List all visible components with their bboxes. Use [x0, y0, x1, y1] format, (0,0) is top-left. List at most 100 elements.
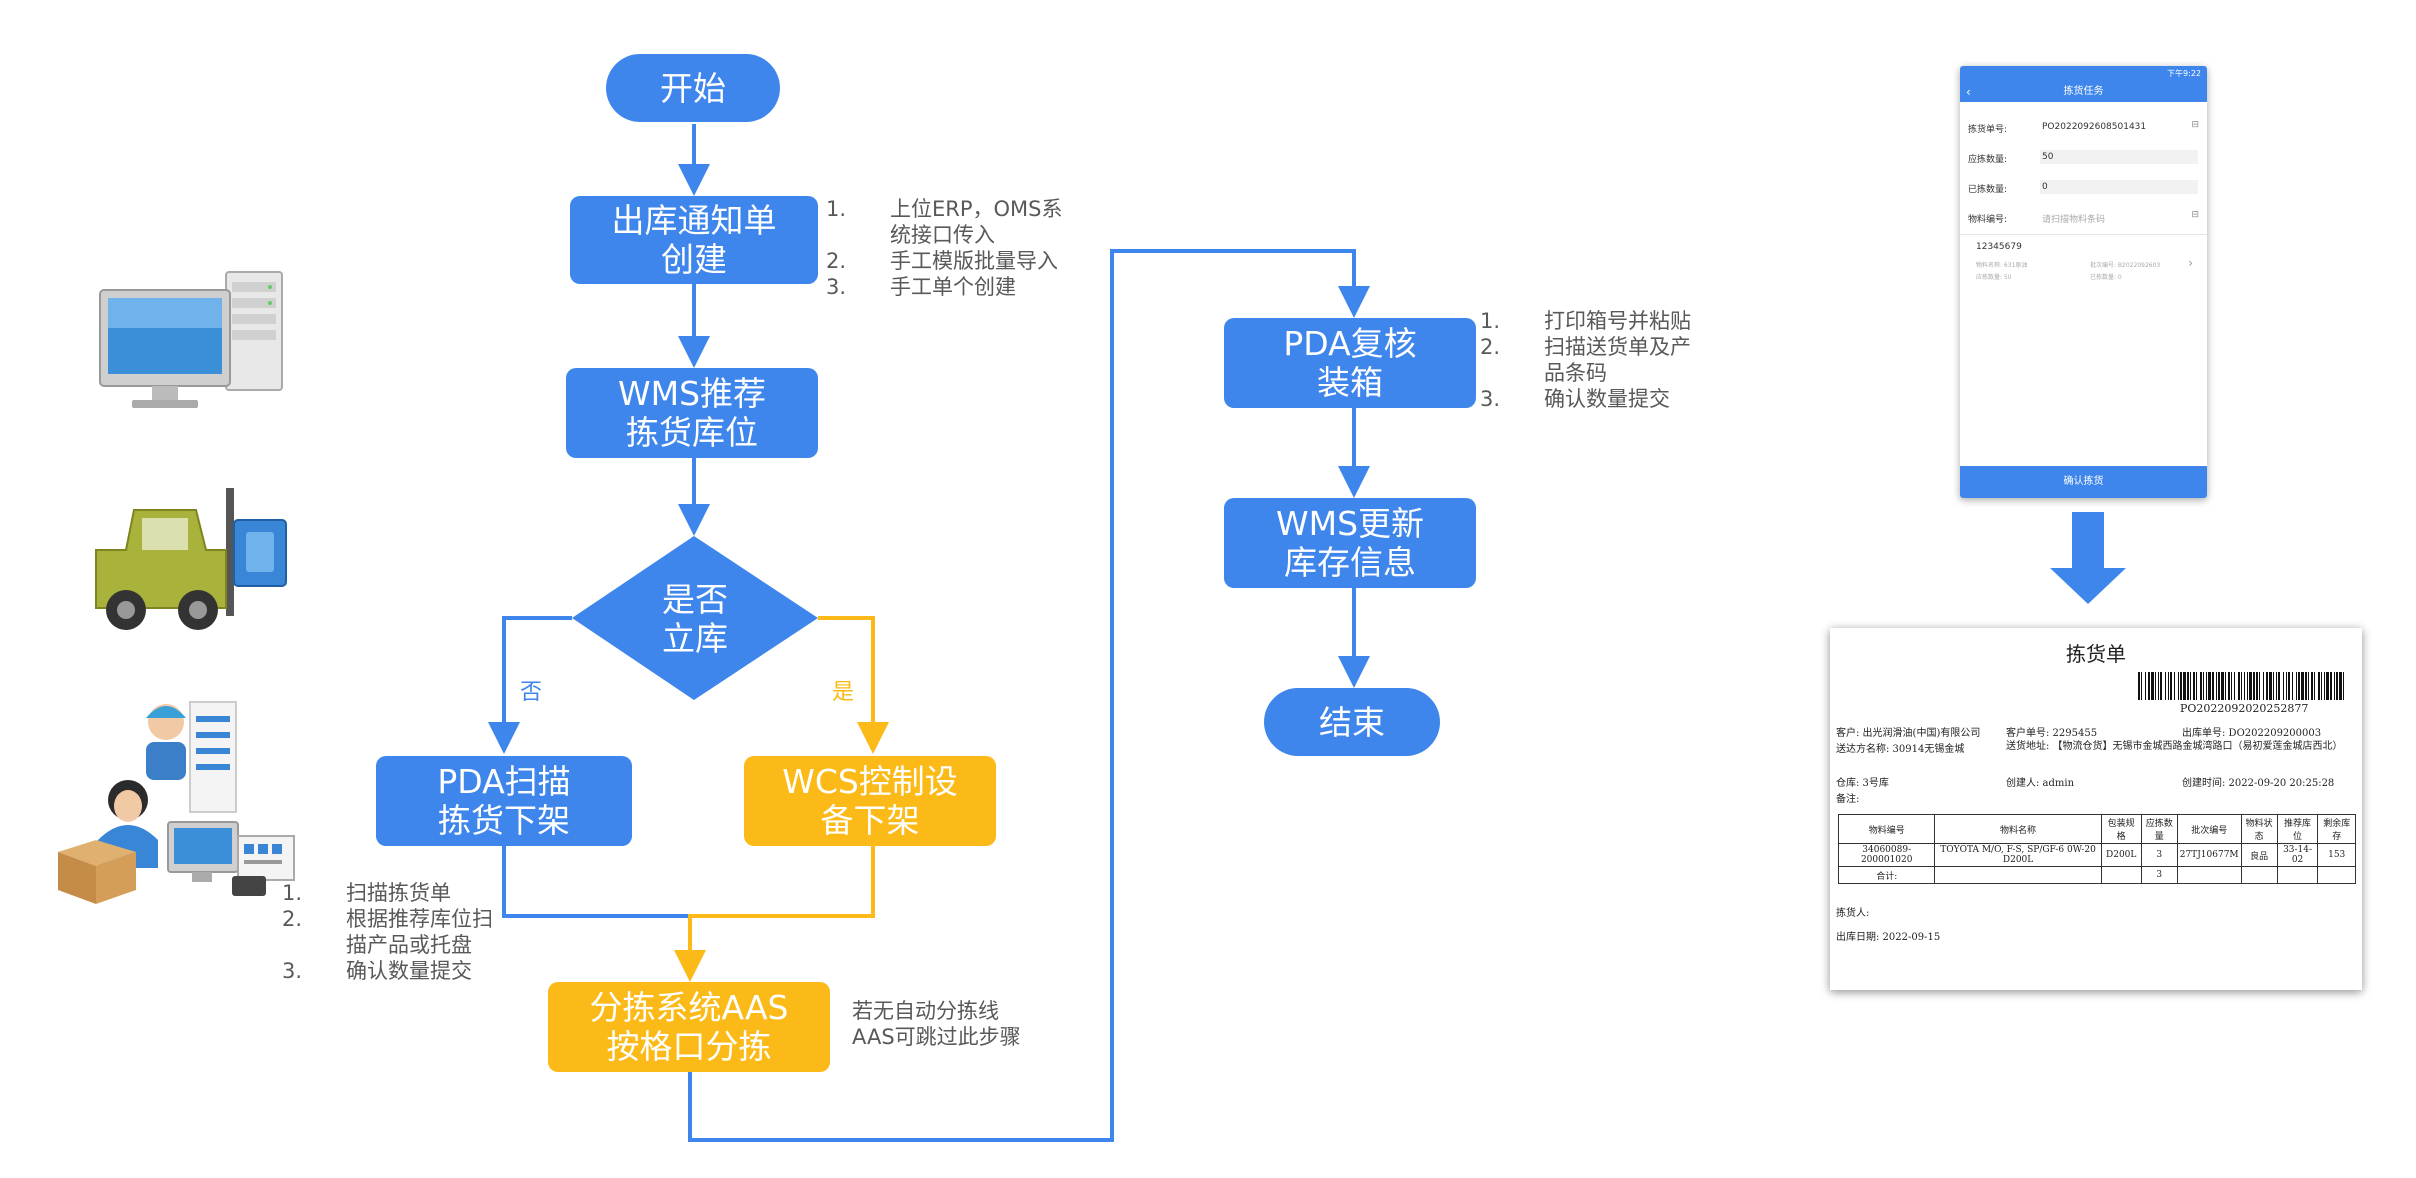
- warehouse-worker-icon: [58, 701, 295, 904]
- barcode-bar: [2259, 672, 2260, 700]
- barcode-bar: [2278, 672, 2280, 700]
- barcode-bar: [2296, 672, 2297, 700]
- back-icon[interactable]: ‹: [1966, 85, 1971, 99]
- barcode-bar: [2174, 672, 2175, 700]
- barcode-bar: [2225, 672, 2226, 700]
- pda-scan-node: PDA扫描 拣货下架: [376, 756, 632, 846]
- barcode-bar: [2203, 672, 2204, 700]
- barcode-bar: [2190, 672, 2191, 700]
- picked-qty-field[interactable]: [2040, 180, 2198, 194]
- forklift-icon: [95, 488, 287, 630]
- branch-no-label: 否: [520, 680, 543, 705]
- barcode-bar: [2321, 672, 2322, 700]
- decision-label: 是否 立库: [662, 580, 728, 658]
- barcode-bar: [2269, 672, 2272, 700]
- barcode-bar: [2263, 672, 2264, 700]
- barcode-bar: [2283, 672, 2284, 700]
- status-bar: 下午9:22: [1960, 66, 2207, 82]
- barcode-bar: [2247, 672, 2248, 700]
- barcode-text: PO20220920202528​77: [2180, 702, 2309, 715]
- barcode-bar: [2288, 672, 2290, 700]
- barcode-bar: [2311, 672, 2313, 700]
- phone-title-bar: ‹ 拣货任务: [1960, 82, 2207, 102]
- barcode-bar: [2301, 672, 2304, 700]
- wms-recommend-node: WMS推荐 拣货库位: [566, 368, 818, 458]
- barcode: [2138, 672, 2344, 700]
- pda-review-node: PDA复核 装箱: [1224, 318, 1476, 408]
- chevron-right-icon[interactable]: ›: [2188, 256, 2193, 270]
- pda-pick-notes: 1. 扫描拣货单 2. 根据推荐库位扫 描产品或托盘 3. 确认数量提交: [282, 881, 493, 983]
- barcode-bar: [2336, 672, 2338, 700]
- start-node: 开始: [606, 54, 780, 122]
- doc-title: 拣货单: [2066, 642, 2126, 666]
- phone-to-doc-arrow: [2050, 512, 2126, 604]
- barcode-bar: [2228, 672, 2230, 700]
- line-pda-to-merge: [502, 846, 690, 918]
- barcode-bar: [2318, 672, 2320, 700]
- table-total-row: 合计:3: [1837, 866, 2356, 884]
- should-qty-field[interactable]: [2040, 150, 2198, 164]
- barcode-bar: [2141, 672, 2142, 700]
- barcode-bar: [2330, 672, 2332, 700]
- wms-update-node: WMS更新 库存信息: [1224, 498, 1476, 588]
- barcode-bar: [2231, 672, 2232, 700]
- barcode-bar: [2180, 672, 2182, 700]
- confirm-pick-button[interactable]: 确认拣货: [1960, 466, 2207, 498]
- barcode-bar: [2324, 672, 2325, 700]
- branch-yes-label: 是: [832, 680, 855, 705]
- aas-note: 若无自动分拣线 AAS可跳过此步骤: [852, 999, 1021, 1049]
- barcode-bar: [2208, 672, 2211, 700]
- barcode-bar: [2292, 672, 2293, 700]
- barcode-bar: [2138, 672, 2140, 700]
- barcode-bar: [2298, 672, 2300, 700]
- barcode-bar: [2148, 672, 2150, 700]
- pda-phone-screen: 下午9:22 ‹ 拣货任务 拣货单号: PO2022092608501431 ⊟…: [1960, 66, 2207, 498]
- barcode-bar: [2193, 672, 2195, 700]
- aas-sort-node: 分拣系统AAS 按格口分拣: [548, 982, 830, 1072]
- barcode-bar: [2234, 672, 2235, 700]
- barcode-bar: [2276, 672, 2277, 700]
- barcode-bar: [2218, 672, 2220, 700]
- barcode-bar: [2212, 672, 2214, 700]
- decision-diamond: [572, 536, 818, 700]
- barcode-bar: [2314, 672, 2315, 700]
- barcode-bar: [2151, 672, 2154, 700]
- barcode-bar: [2286, 672, 2287, 700]
- barcode-bar: [2241, 672, 2242, 700]
- barcode-bar: [2273, 672, 2274, 700]
- barcode-bar: [2160, 672, 2162, 700]
- scan-icon[interactable]: ⊟: [2191, 210, 2199, 220]
- barcode-bar: [2256, 672, 2258, 700]
- outbound-notice-node: 出库通知单 创建: [570, 196, 818, 284]
- barcode-bar: [2308, 672, 2309, 700]
- scan-icon[interactable]: ⊟: [2191, 120, 2199, 130]
- arrow-decision-no: [488, 616, 572, 754]
- barcode-bar: [2334, 672, 2335, 700]
- picking-table: 物料编号物料名称包装规格 应拣数量批次编号物料状态 推荐库位剩余库存 34060…: [1837, 814, 2356, 884]
- barcode-bar: [2168, 672, 2169, 700]
- outbound-notes: 1. 上位ERP，OMS系 统接口传入 2. 手工模版批量导入 3. 手工单个创…: [826, 197, 1063, 299]
- barcode-bar: [2196, 672, 2197, 700]
- end-node: 结束: [1264, 688, 1440, 756]
- item-code: 12345679: [1976, 242, 2022, 252]
- barcode-bar: [2145, 672, 2146, 700]
- barcode-bar: [2244, 672, 2245, 700]
- barcode-bar: [2216, 672, 2217, 700]
- line-wcs-to-merge: [674, 846, 875, 982]
- material-input[interactable]: 请扫描物料条码: [2042, 215, 2106, 225]
- barcode-bar: [2165, 672, 2166, 700]
- barcode-bar: [2178, 672, 2179, 700]
- barcode-bar: [2266, 672, 2268, 700]
- barcode-bar: [2305, 672, 2307, 700]
- barcode-bar: [2170, 672, 2172, 700]
- review-notes: 1. 打印箱号并粘贴 2. 扫描送货单及产 品条码 3. 确认数量提交: [1480, 309, 1691, 411]
- barcode-bar: [2183, 672, 2186, 700]
- barcode-bar: [2343, 672, 2344, 700]
- phone-title: 拣货任务: [2063, 86, 2104, 97]
- computer-server-icon: [99, 271, 283, 408]
- barcode-bar: [2155, 672, 2156, 700]
- wcs-control-node: WCS控制设 备下架: [744, 756, 996, 846]
- barcode-bar: [2253, 672, 2255, 700]
